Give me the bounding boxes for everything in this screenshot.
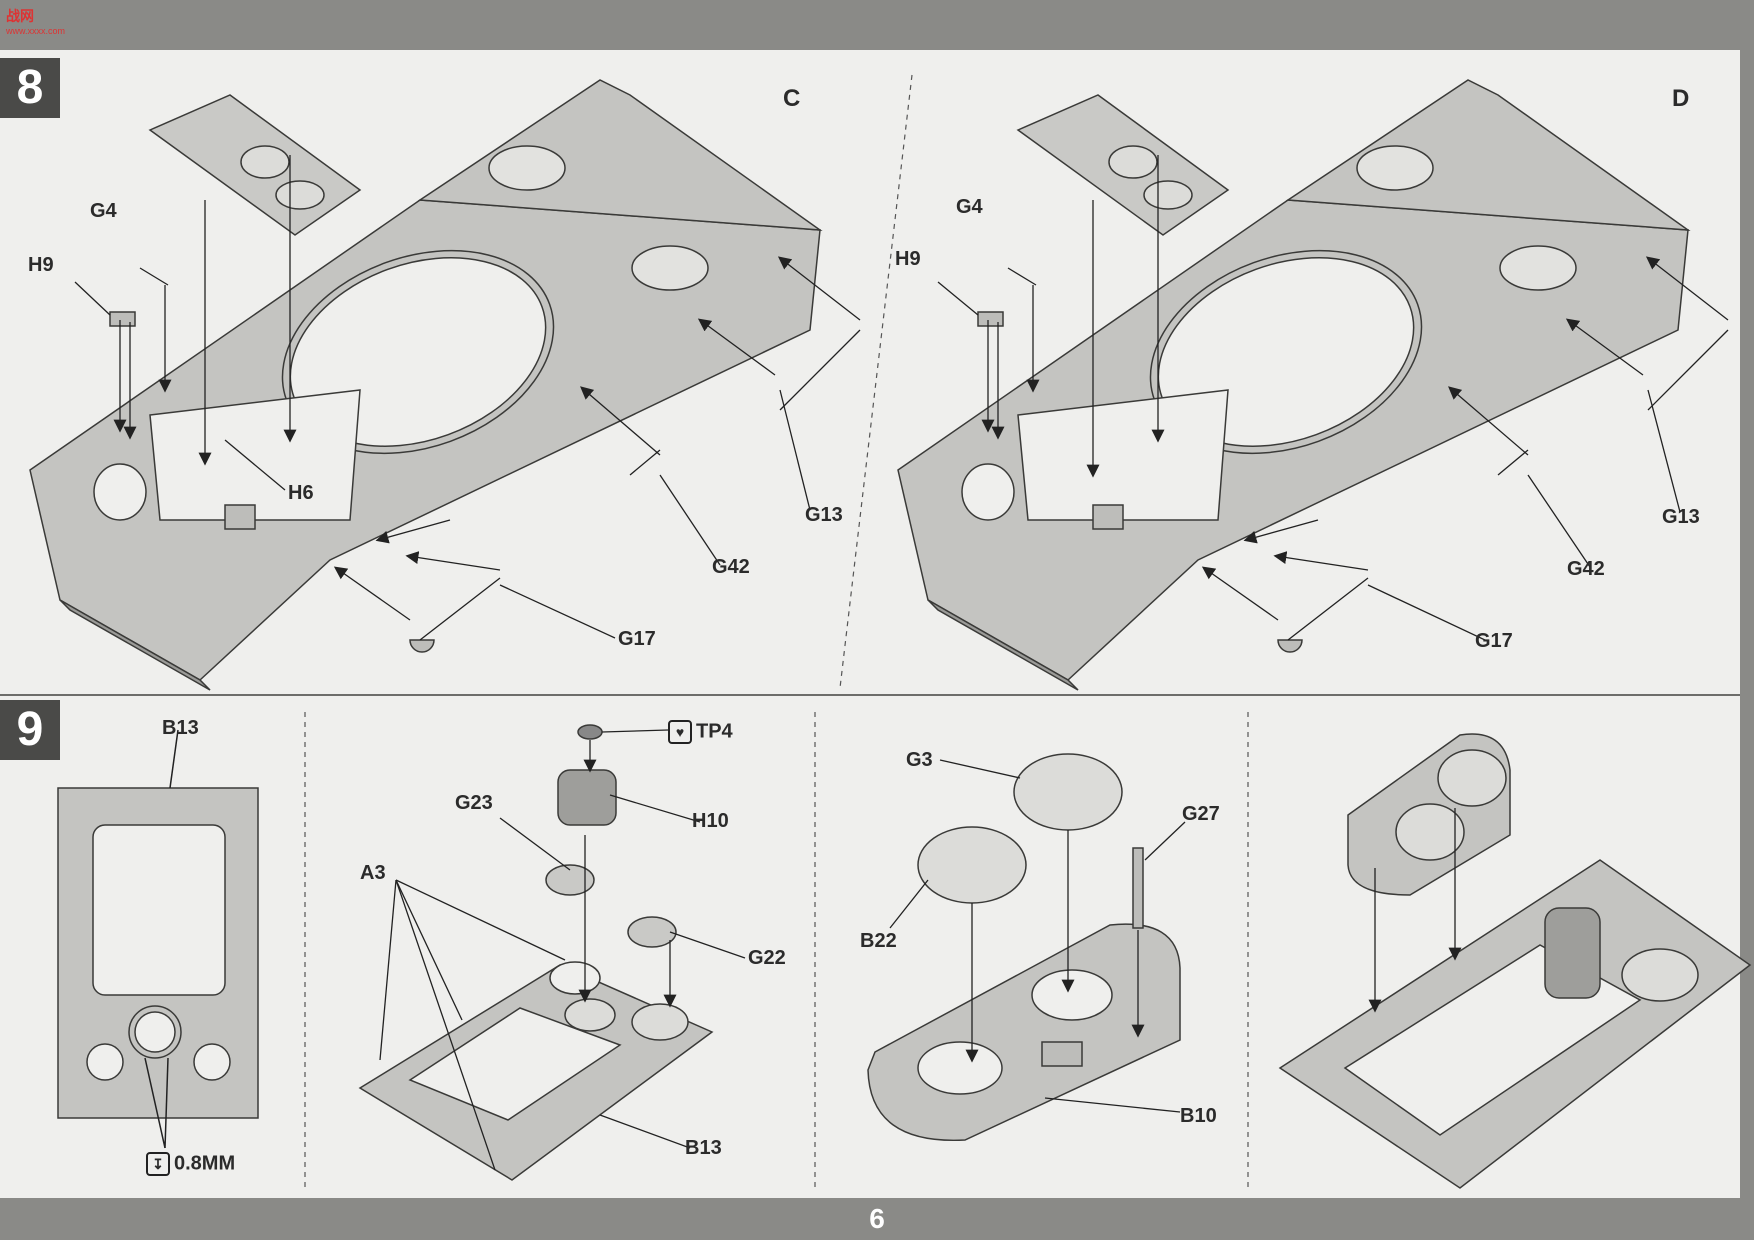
part-label-b22: B22	[860, 930, 897, 952]
view-d-label: D	[1672, 85, 1690, 112]
part-label-b10: B10	[1180, 1105, 1217, 1127]
final-assembly	[1278, 733, 1752, 1189]
part-label-g42-d: G42	[1567, 558, 1605, 580]
drill-note: ↧0.8MM	[146, 1152, 235, 1176]
part-label-g23: G23	[455, 792, 493, 814]
step-divider	[0, 694, 1740, 696]
plate-b10-assembly	[867, 753, 1181, 1142]
bottom-band	[0, 1198, 1754, 1240]
part-label-b13-flat: B13	[162, 717, 199, 739]
part-label-b13-assembly: B13	[685, 1137, 722, 1159]
plate-b13-assembly	[358, 724, 714, 1181]
step-number-9: 9	[0, 700, 60, 760]
part-label-tp4: TP4	[696, 720, 733, 743]
part-label-g17-d: G17	[1475, 630, 1513, 652]
part-label-g3: G3	[906, 749, 933, 771]
part-label-h10: H10	[692, 810, 729, 832]
page-number: 6	[869, 1203, 885, 1234]
photo-etch-icon: ♥	[668, 720, 692, 744]
right-edge-band	[1740, 0, 1754, 1240]
part-label-a3: A3	[360, 862, 386, 884]
part-label-g4-d: G4	[956, 196, 983, 218]
hull-view-c	[29, 79, 823, 691]
part-label-h6-c: H6	[288, 482, 314, 504]
part-label-g27: G27	[1182, 803, 1220, 825]
watermark-logo-sub: www.xxxx.com	[6, 26, 66, 36]
view-c-label: C	[783, 85, 801, 112]
part-label-g13-c: G13	[805, 504, 843, 526]
drill-icon: ↧	[146, 1152, 170, 1176]
part-label-g13-d: G13	[1662, 506, 1700, 528]
watermark-logo: 战网	[6, 8, 34, 24]
part-label-g42-c: G42	[712, 556, 750, 578]
hull-view-d	[897, 79, 1691, 691]
part-label-h9-c: H9	[28, 254, 54, 276]
tp4-note: ♥TP4	[668, 720, 733, 744]
part-label-g22: G22	[748, 947, 786, 969]
drill-size: 0.8MM	[174, 1152, 236, 1175]
part-label-g17-c: G17	[618, 628, 656, 650]
step8-divider	[839, 74, 913, 689]
part-label-g4-c: G4	[90, 200, 117, 222]
top-band	[0, 0, 1754, 50]
plate-b13-flat	[57, 729, 259, 1149]
part-label-h9-d: H9	[895, 248, 921, 270]
step-number-8: 8	[0, 58, 60, 118]
